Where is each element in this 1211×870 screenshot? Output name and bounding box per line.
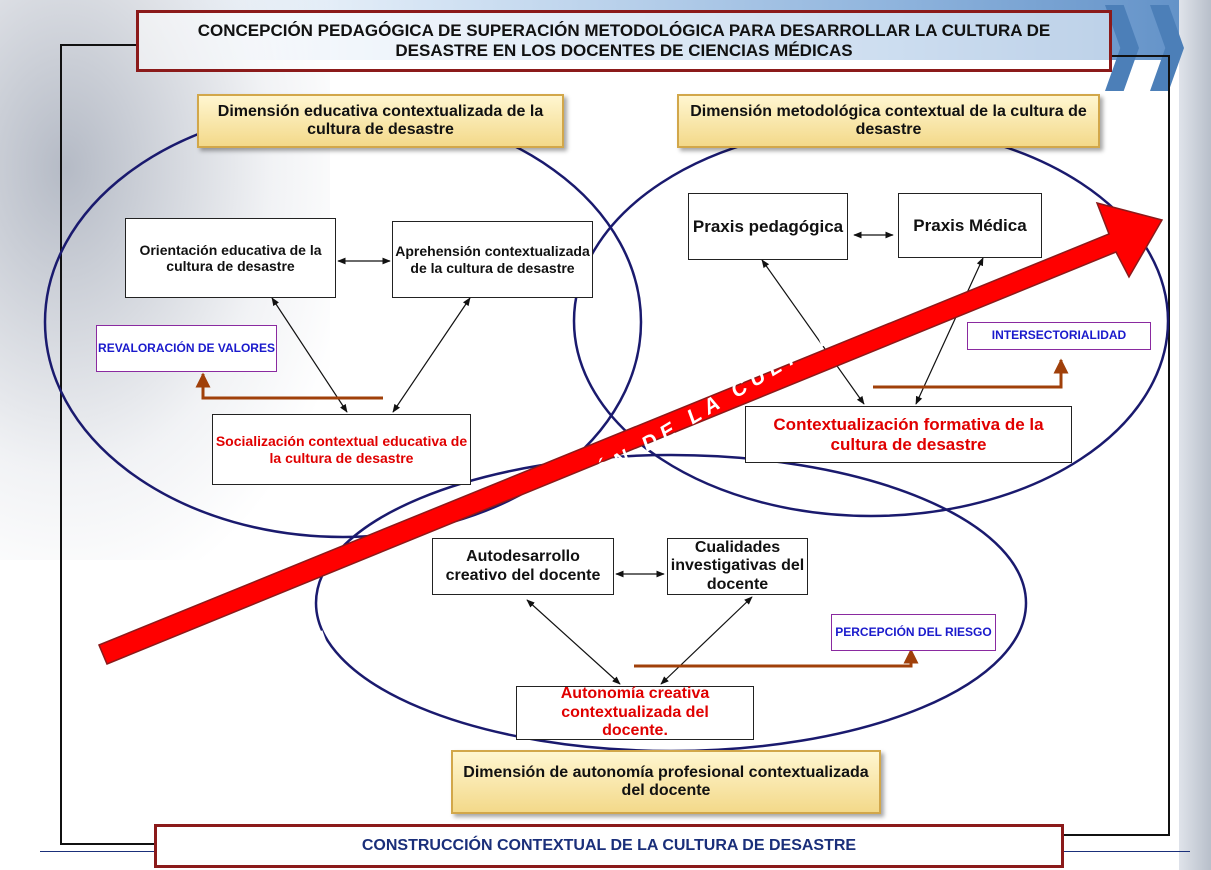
tag-revaloracion: REVALORACIÓN DE VALORES bbox=[96, 325, 277, 372]
node-socializacion: Socialización contextual educativa de la… bbox=[212, 414, 471, 485]
node-aprehension: Aprehensión contextualizada de la cultur… bbox=[392, 221, 593, 298]
arrow-medica-contextualizacion bbox=[915, 257, 984, 405]
node-praxis-pedagogica: Praxis pedagógica bbox=[688, 193, 848, 260]
dimension-educativa: Dimensión educativa contextualizada de l… bbox=[197, 94, 564, 148]
arrow-orientacion-socializacion bbox=[271, 297, 348, 413]
node-contextualizacion: Contextualización formativa de la cultur… bbox=[745, 406, 1072, 463]
frame-line-top-right bbox=[1110, 55, 1170, 57]
node-autodesarrollo: Autodesarrollo creativo del docente bbox=[432, 538, 614, 595]
node-cualidades: Cualidades investigativas del docente bbox=[667, 538, 808, 595]
frame-line-top-left bbox=[60, 44, 138, 46]
frame-line-bottom-left bbox=[60, 843, 156, 845]
arrow-cualidades-autonomia bbox=[660, 596, 753, 685]
footer-title: CONSTRUCCIÓN CONTEXTUAL DE LA CULTURA DE… bbox=[154, 824, 1064, 868]
tag-intersectorialidad: INTERSECTORIALIDAD bbox=[967, 322, 1151, 350]
node-praxis-medica: Praxis Médica bbox=[898, 193, 1042, 258]
right-decor-strip bbox=[1179, 0, 1211, 870]
frame-line-left bbox=[60, 44, 62, 844]
connector-revaloracion bbox=[195, 372, 383, 400]
frame-line-right bbox=[1168, 55, 1170, 835]
arrow-aprehension-socializacion bbox=[392, 297, 471, 413]
dimension-autonomia: Dimensión de autonomía profesional conte… bbox=[451, 750, 881, 814]
page-title: CONCEPCIÓN PEDAGÓGICA DE SUPERACIÓN METO… bbox=[136, 10, 1112, 72]
node-orientacion: Orientación educativa de la cultura de d… bbox=[125, 218, 336, 298]
connector-intersectorialidad bbox=[873, 358, 1069, 389]
dimension-metodologica: Dimensión metodológica contextual de la … bbox=[677, 94, 1100, 148]
big-red-arrow bbox=[98, 201, 1164, 665]
connector-percepcion bbox=[634, 648, 919, 668]
node-autonomia-creativa: Autonomía creativa contextualizada del d… bbox=[516, 685, 754, 740]
arrow-pedagogica-contextualizacion bbox=[761, 259, 865, 405]
tag-percepcion: PERCEPCIÓN DEL RIESGO bbox=[831, 614, 996, 651]
frame-line-bottom-right bbox=[1062, 834, 1170, 836]
arrow-autodesarrollo-autonomia bbox=[526, 599, 621, 685]
